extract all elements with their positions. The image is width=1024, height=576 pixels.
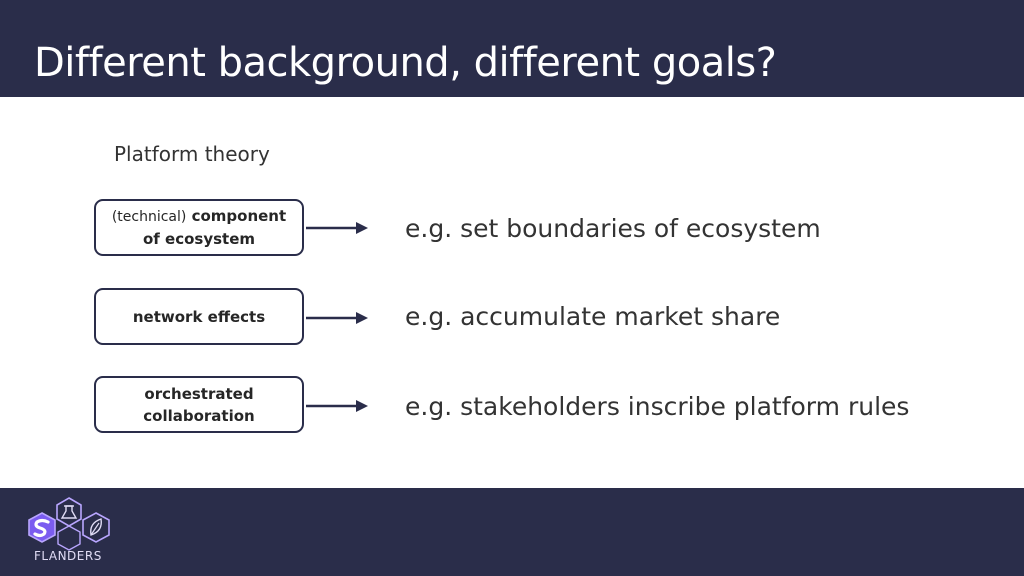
concept-box-label-line2: of ecosystem [142, 230, 255, 248]
s-letter-icon [28, 512, 56, 543]
title-bar: Different background, different goals? [0, 0, 1024, 97]
s-flanders-logo [28, 497, 110, 551]
lab-flask-icon [56, 497, 82, 527]
logo-text: FLANDERS [34, 549, 102, 563]
hexagon-connector [57, 525, 81, 551]
example-text-platform-rules: e.g. stakeholders inscribe platform rule… [405, 392, 910, 421]
footer-bar [0, 488, 1024, 576]
concept-box-technical-component: (technical) component of ecosystem [94, 199, 304, 256]
concept-box-label-line2: collaboration [143, 406, 255, 425]
leaf-icon [82, 512, 110, 543]
slide-title: Different background, different goals? [34, 40, 777, 86]
example-text-market-share: e.g. accumulate market share [405, 302, 781, 331]
concept-box-label-prefix: (technical) [111, 209, 187, 225]
concept-box-network-effects: network effects [94, 288, 304, 345]
example-text-boundaries: e.g. set boundaries of ecosystem [405, 214, 821, 243]
concept-box-label-line1: component [186, 207, 287, 225]
arrow-row-2 [306, 312, 368, 324]
arrow-row-3 [306, 400, 368, 412]
arrow-row-1 [306, 222, 368, 234]
concept-box-label-line1: network effects [132, 307, 266, 326]
concept-box-label-line1: orchestrated [144, 384, 254, 403]
concept-box-orchestrated-collaboration: orchestrated collaboration [94, 376, 304, 433]
section-label: Platform theory [114, 142, 270, 166]
